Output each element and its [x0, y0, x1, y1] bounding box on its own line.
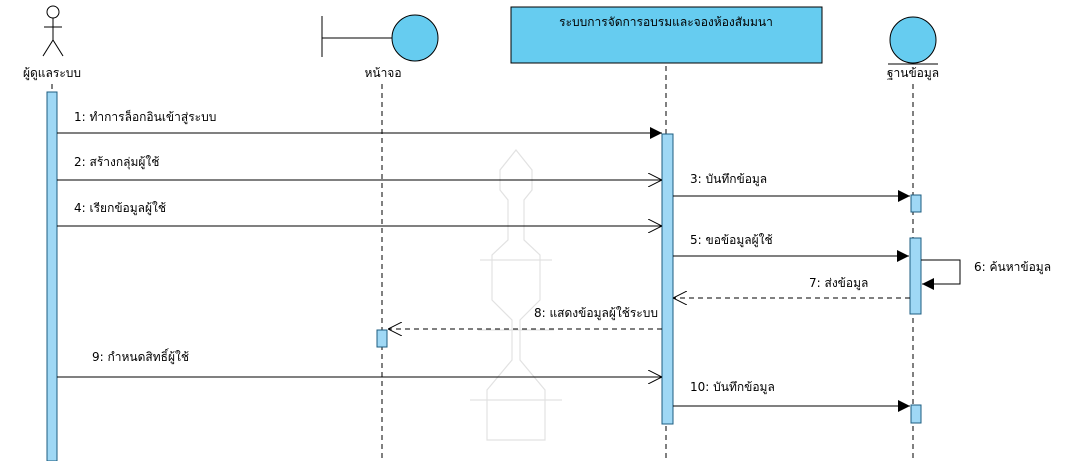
watermark: [470, 149, 562, 441]
control-activation: [661, 133, 674, 425]
message-label-7: 7: ส่งข้อมูล: [809, 276, 868, 291]
message-label-5: 5: ขอข้อมูลผู้ใช้: [690, 233, 773, 248]
message-label-2: 2: สร้างกลุ่มผู้ใช้: [74, 155, 159, 170]
message-lines: [57, 127, 961, 412]
activations: [46, 91, 922, 461]
message-label-8: 8: แสดงข้อมูลผู้ใช้ระบบ: [534, 306, 658, 321]
actor-activation: [46, 91, 58, 461]
boundary-activation: [376, 329, 388, 348]
message-label-10: 10: บันทึกข้อมูล: [690, 380, 775, 395]
control-box: [510, 6, 823, 64]
message-label-1: 1: ทำการล็อกอินเข้าสู่ระบบ: [74, 109, 216, 125]
message-label-6: 6: ค้นหาข้อมูล: [974, 260, 1051, 275]
message-label-9: 9: กำหนดสิทธิ์ผู้ใช้: [92, 348, 189, 365]
control-label: ระบบการจัดการอบรมและจองห้องสัมมนา: [559, 15, 773, 29]
actor-figure: [42, 5, 64, 57]
boundary-icon: [321, 14, 439, 62]
entity-activation-3: [910, 404, 922, 424]
message-line-6: [921, 259, 961, 290]
entity-icon: [888, 16, 938, 65]
message-label-3: 3: บันทึกข้อมูล: [690, 172, 767, 187]
entity-label: ฐานข้อมูล: [887, 66, 939, 81]
actor-label: ผู้ดูแลระบบ: [23, 66, 81, 81]
message-label-4: 4: เรียกข้อมูลผู้ใช้: [74, 201, 166, 216]
boundary-label: หน้าจอ: [364, 66, 401, 80]
lifelines: [51, 66, 914, 461]
entity-activation-2: [909, 237, 922, 315]
entity-activation-1: [910, 194, 922, 213]
